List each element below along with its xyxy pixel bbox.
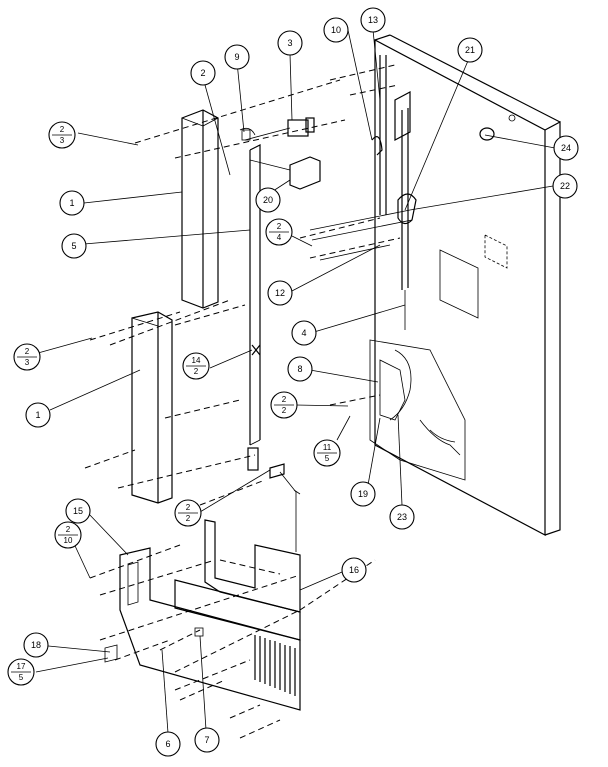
- rear-cover-panel: [204, 519, 301, 613]
- fraction-numerator: 2: [186, 503, 191, 512]
- callout-fraction-2-10: 2 10: [54, 521, 82, 549]
- fraction-denominator: 2: [282, 406, 287, 415]
- callout-label: 21: [465, 45, 475, 55]
- plug-24: [479, 114, 516, 141]
- callout-label: 23: [397, 512, 407, 522]
- callout-23: 23: [389, 504, 415, 530]
- fraction-numerator: 2: [60, 125, 65, 134]
- callout-label: 8: [297, 364, 302, 374]
- callout-label: 5: [71, 241, 76, 251]
- callout-9: 9: [224, 44, 250, 70]
- fraction-denominator: 2: [186, 514, 191, 523]
- callout-fraction-2-4: 2 4: [265, 218, 293, 246]
- callout-label: 18: [31, 640, 41, 650]
- callout-fraction-14-2: 14 2: [182, 352, 210, 380]
- drain-and-wiring: [309, 55, 417, 330]
- callout-21: 21: [457, 37, 483, 63]
- callout-label: 20: [263, 195, 273, 205]
- callout-fraction-2-2-b: 2 2: [174, 499, 202, 527]
- callout-6: 6: [155, 731, 181, 757]
- callout-12: 12: [267, 280, 293, 306]
- callout-fraction-2-3-top: 2 3: [48, 121, 76, 149]
- callout-7: 7: [194, 727, 220, 753]
- callout-fraction-2-2-a: 2 2: [270, 391, 298, 419]
- callout-2: 2: [190, 60, 216, 86]
- callout-8: 8: [287, 356, 313, 382]
- callout-24: 24: [553, 135, 579, 161]
- callout-4: 4: [291, 320, 317, 346]
- defrost-bracket: [247, 447, 301, 552]
- callout-13: 13: [360, 7, 386, 33]
- callout-fraction-17-5: 17 5: [7, 658, 35, 686]
- callout-1-upper: 1: [59, 190, 85, 216]
- callout-label: 1: [69, 198, 74, 208]
- fraction-denominator: 3: [60, 136, 65, 145]
- callout-label: 22: [560, 181, 570, 191]
- duct-cover-lower: [131, 311, 173, 504]
- callout-label: 15: [73, 506, 83, 516]
- callout-leaders: [35, 29, 556, 734]
- callout-label: 16: [349, 565, 359, 575]
- evaporator-panel: [249, 144, 261, 446]
- callout-label: 13: [368, 15, 378, 25]
- callout-22: 22: [552, 173, 578, 199]
- callout-label: 2: [200, 68, 205, 78]
- callout-1-lower: 1: [25, 402, 51, 428]
- fan-motor-assembly: [239, 117, 321, 190]
- fraction-denominator: 10: [64, 536, 73, 545]
- callout-15: 15: [65, 498, 91, 524]
- fraction-denominator: 2: [194, 367, 199, 376]
- fraction-denominator: 5: [19, 673, 24, 682]
- callout-label: 7: [204, 735, 209, 745]
- fraction-numerator: 11: [323, 443, 332, 452]
- callout-label: 4: [301, 328, 306, 338]
- fraction-numerator: 2: [25, 347, 30, 356]
- callout-20: 20: [255, 187, 281, 213]
- callout-10: 10: [323, 17, 349, 43]
- callout-label: 9: [234, 52, 239, 62]
- fraction-numerator: 17: [17, 662, 26, 671]
- fraction-numerator: 2: [66, 525, 71, 534]
- callout-16: 16: [341, 557, 367, 583]
- fraction-numerator: 2: [277, 222, 282, 231]
- callout-label: 10: [331, 25, 341, 35]
- grille-vents: [254, 635, 296, 696]
- fraction-denominator: 3: [25, 358, 30, 367]
- duct-cover-upper: [181, 109, 219, 309]
- callout-19: 19: [350, 481, 376, 507]
- callout-5: 5: [61, 233, 87, 259]
- callout-label: 1: [35, 410, 40, 420]
- callout-label: 19: [358, 489, 368, 499]
- callout-label: 3: [287, 38, 292, 48]
- fraction-denominator: 4: [277, 233, 282, 242]
- callout-18: 18: [23, 632, 49, 658]
- callout-3: 3: [277, 30, 303, 56]
- callout-label: 12: [275, 288, 285, 298]
- fraction-denominator: 5: [325, 454, 330, 463]
- cabinet-back-panel: [369, 34, 561, 536]
- machine-compartment-base: [104, 547, 301, 711]
- callout-fraction-11-5: 11 5: [313, 439, 341, 467]
- fraction-numerator: 2: [282, 395, 287, 404]
- callout-fraction-2-3-mid: 2 3: [13, 343, 41, 371]
- fraction-numerator: 14: [192, 356, 201, 365]
- callout-label: 6: [165, 739, 170, 749]
- callout-label: 24: [561, 143, 571, 153]
